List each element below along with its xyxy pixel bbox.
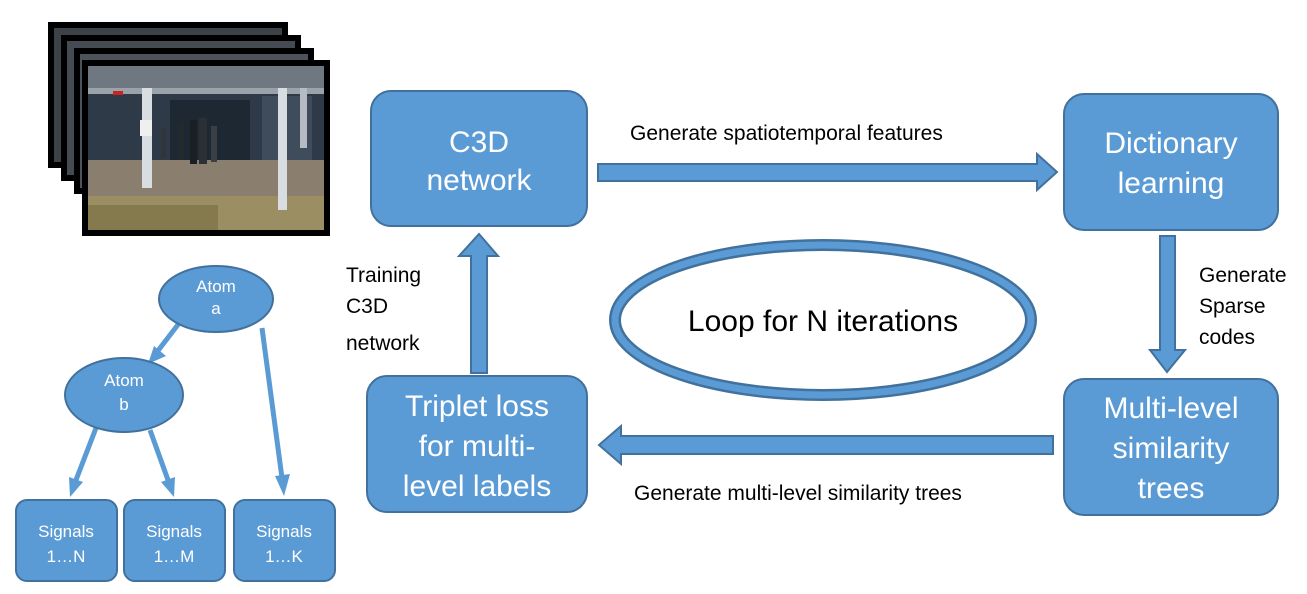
signals-k-label-line1: Signals bbox=[256, 522, 312, 541]
loop-label: Loop for N iterations bbox=[688, 305, 958, 338]
atom-tree: Atom a Atom b Signals 1…N Signals 1…M Si… bbox=[15, 265, 336, 582]
edge-label-sparse-line3: codes bbox=[1199, 326, 1255, 349]
triplet-label-line1: Triplet loss bbox=[405, 390, 549, 423]
tree-edge-b-to-signals-m bbox=[147, 429, 175, 497]
c3d-label-line2: network bbox=[426, 164, 532, 197]
arrow-dictionary-to-multilevel bbox=[1147, 235, 1188, 374]
multilevel-label-line2: similarity bbox=[1113, 432, 1230, 465]
edge-label-generate-trees: Generate multi-level similarity trees bbox=[634, 482, 962, 505]
video-frame-front bbox=[82, 60, 330, 236]
edge-label-training-line3: network bbox=[346, 332, 420, 355]
dictionary-label-line2: learning bbox=[1118, 167, 1225, 200]
edge-label-training-line2: C3D bbox=[346, 295, 388, 318]
arrow-triplet-to-c3d bbox=[456, 232, 501, 374]
atom-a-label-line2: a bbox=[211, 299, 221, 318]
multilevel-label-line1: Multi-level bbox=[1103, 392, 1238, 425]
triplet-loss-box: Triplet loss for multi- level labels bbox=[366, 375, 588, 513]
tree-edge-b-to-signals-n bbox=[69, 427, 99, 497]
c3d-label-line1: C3D bbox=[449, 126, 509, 159]
edge-label-generate-features: Generate spatiotemporal features bbox=[630, 122, 943, 145]
edge-label-sparse-line1: Generate bbox=[1199, 264, 1287, 287]
arrow-multilevel-to-triplet bbox=[597, 423, 1054, 467]
c3d-network-box: C3D network bbox=[370, 90, 588, 227]
dictionary-label-line1: Dictionary bbox=[1104, 127, 1237, 160]
signals-m-label-line1: Signals bbox=[146, 522, 202, 541]
signals-box-n: Signals 1…N bbox=[15, 499, 118, 582]
signals-n-label-line1: Signals bbox=[38, 522, 94, 541]
dictionary-learning-box: Dictionary learning bbox=[1063, 93, 1279, 231]
signals-m-label-line2: 1…M bbox=[154, 547, 195, 566]
signals-n-label-line2: 1…N bbox=[47, 547, 86, 566]
signals-k-label-line2: 1…K bbox=[265, 547, 303, 566]
atom-a-node: Atom a bbox=[158, 265, 274, 333]
triplet-label-line3: level labels bbox=[403, 470, 551, 503]
loop-ellipse: Loop for N iterations bbox=[609, 239, 1037, 401]
atom-b-label-line1: Atom bbox=[104, 371, 144, 390]
signals-box-m: Signals 1…M bbox=[123, 499, 226, 582]
multilevel-label-line3: trees bbox=[1138, 472, 1205, 505]
edge-label-training-line1: Training bbox=[346, 264, 421, 287]
atom-b-node: Atom b bbox=[64, 357, 184, 433]
multilevel-similarity-box: Multi-level similarity trees bbox=[1063, 378, 1279, 516]
tree-edge-a-to-signals-k bbox=[259, 327, 290, 496]
video-frame-stack bbox=[48, 22, 330, 236]
edge-label-sparse-line2: Sparse bbox=[1199, 295, 1266, 318]
atom-b-label-line2: b bbox=[119, 395, 128, 414]
triplet-label-line2: for multi- bbox=[419, 430, 536, 463]
atom-a-label-line1: Atom bbox=[196, 277, 236, 296]
signals-box-k: Signals 1…K bbox=[233, 499, 336, 582]
arrow-c3d-to-dictionary bbox=[597, 151, 1059, 193]
tree-edge-a-to-b bbox=[148, 320, 182, 364]
